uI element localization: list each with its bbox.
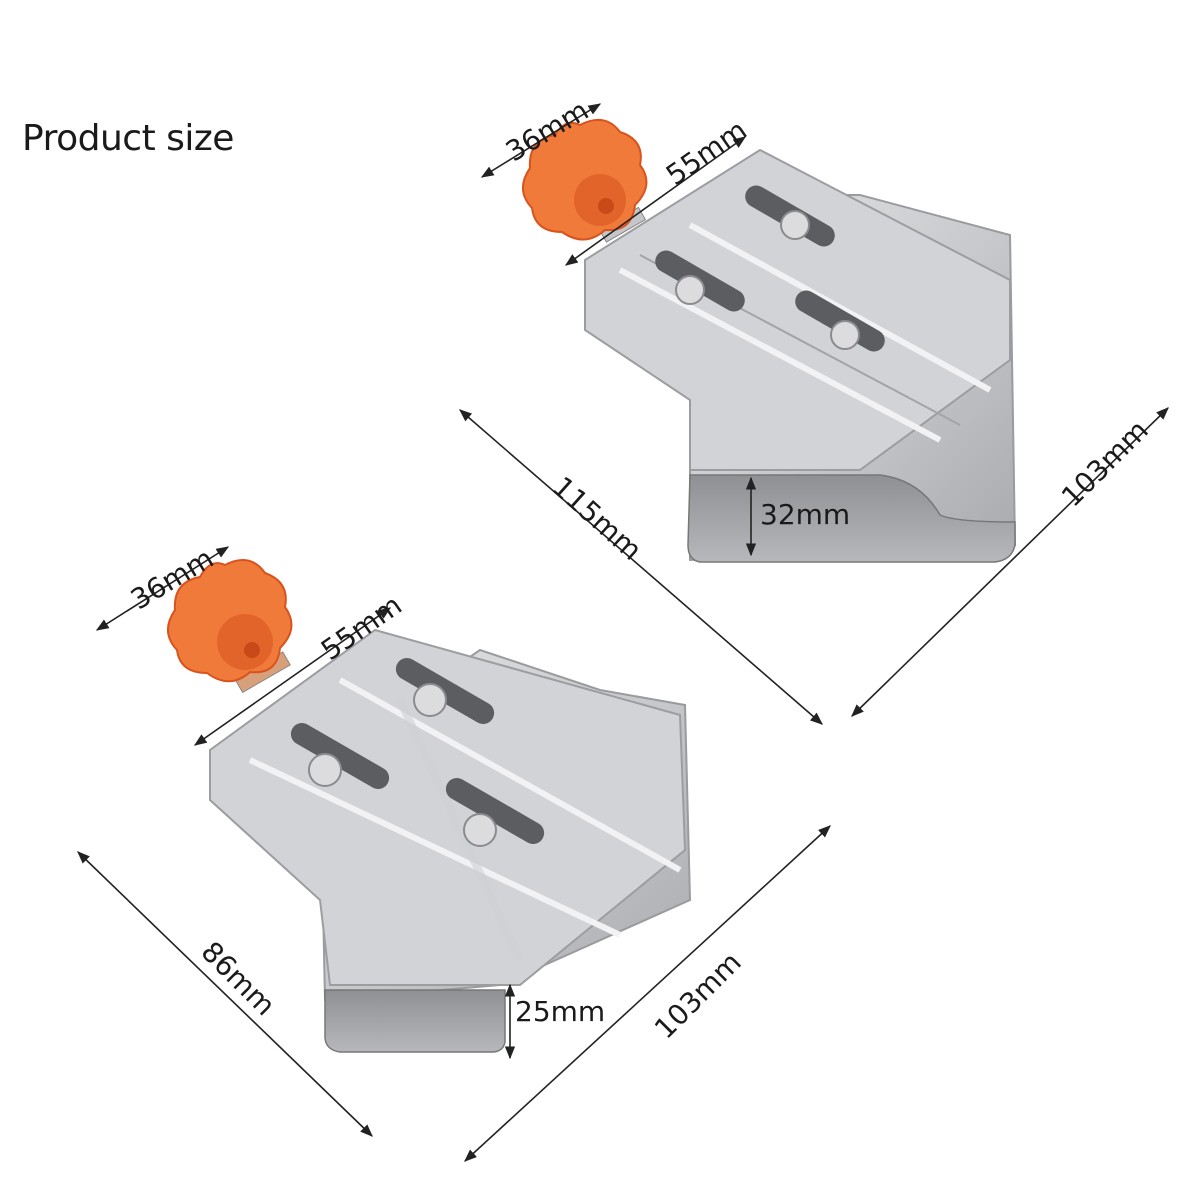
large-jaw-height-label: 32mm (760, 498, 851, 531)
small-jaw-height-label: 25mm (515, 995, 606, 1028)
dimension-lines (77, 103, 1169, 1162)
product-size-title: Product size (22, 118, 234, 159)
